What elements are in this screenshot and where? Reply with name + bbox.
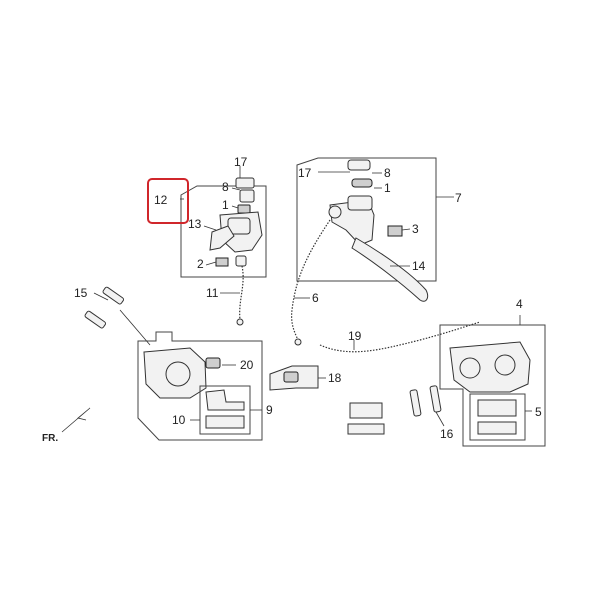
left-master-cylinder-group — [180, 166, 267, 326]
label-13: 13 — [188, 217, 202, 231]
left-master-cylinder-frame — [180, 185, 267, 278]
brake-pad-left-bottom — [205, 415, 245, 429]
brake-lever-right — [351, 237, 429, 302]
caliper-piston-right-a — [459, 357, 481, 379]
left-caliper-group — [137, 331, 263, 441]
right-master-cylinder-group — [296, 157, 454, 302]
lever-bracket-part — [209, 225, 235, 251]
plate-right — [351, 178, 373, 188]
label-12: 12 — [154, 193, 168, 207]
label-11: 11 — [206, 286, 219, 300]
spare-pads-middle — [347, 402, 385, 435]
label-17-right: 17 — [298, 166, 312, 180]
pad-middle-bottom — [347, 423, 385, 435]
bolt-15b — [84, 310, 107, 329]
switch-part — [215, 257, 229, 267]
label-3: 3 — [412, 222, 419, 236]
reservoir-body-right — [347, 195, 373, 211]
label-16: 16 — [440, 427, 454, 441]
bolt-16b — [429, 385, 442, 413]
caliper-piston-right-b — [494, 354, 516, 376]
label-18: 18 — [328, 371, 342, 385]
brake-pad-left-top — [205, 389, 245, 411]
brake-hose-right — [291, 219, 331, 341]
diaphragm-part — [239, 189, 255, 203]
callout-labels: 17 8 1 12 13 2 11 17 8 1 7 3 14 6 15 19 … — [42, 155, 542, 444]
label-8-left: 8 — [222, 180, 229, 194]
bolt-16a — [409, 389, 422, 417]
arrow-icon — [61, 407, 91, 433]
switch-right — [387, 225, 403, 237]
label-14: 14 — [412, 259, 426, 273]
brake-pad-right-bottom — [477, 421, 517, 435]
label-20: 20 — [240, 358, 254, 372]
pad-clip-18 — [283, 371, 299, 383]
bolt-15a — [102, 286, 125, 305]
pad-box-right — [469, 393, 526, 441]
reservoir-cap-right — [347, 159, 371, 171]
right-master-cylinder-frame — [296, 157, 437, 282]
label-4: 4 — [516, 297, 523, 311]
label-17-left: 17 — [234, 155, 248, 169]
label-19: 19 — [348, 329, 362, 343]
label-1-left: 1 — [222, 198, 229, 212]
label-2: 2 — [197, 257, 204, 271]
caliper-piston-left — [165, 361, 191, 387]
brake-hose-left — [239, 265, 244, 321]
right-caliper-group — [439, 315, 546, 447]
bolts-left — [84, 286, 151, 346]
pad-middle-top — [349, 402, 383, 419]
direction-label: FR. — [42, 433, 58, 444]
right-caliper-frame — [439, 324, 546, 447]
brake-pad-right-top — [477, 399, 517, 417]
front-direction-arrow — [61, 407, 91, 433]
caliper-body-right — [449, 341, 531, 393]
hose-fitting-right — [294, 338, 302, 346]
label-9: 9 — [266, 403, 273, 417]
plate-part — [237, 204, 251, 214]
reservoir-cap-part — [235, 177, 255, 189]
brake-cable-rear — [319, 321, 481, 353]
label-15: 15 — [74, 286, 88, 300]
label-1-right: 1 — [384, 181, 391, 195]
banjo-part — [235, 255, 247, 267]
bleeder-fitting — [205, 357, 221, 369]
bolts-right — [409, 385, 445, 427]
highlighted-part-box — [147, 178, 189, 224]
label-10: 10 — [172, 413, 186, 427]
label-7: 7 — [455, 191, 462, 205]
mount-clamp-right — [328, 205, 342, 219]
brake-pads-18 — [269, 365, 326, 391]
label-5: 5 — [535, 405, 542, 419]
hose-fitting-left — [236, 318, 244, 326]
label-8-right: 8 — [384, 166, 391, 180]
left-caliper-frame — [137, 331, 263, 441]
label-6: 6 — [312, 291, 319, 305]
